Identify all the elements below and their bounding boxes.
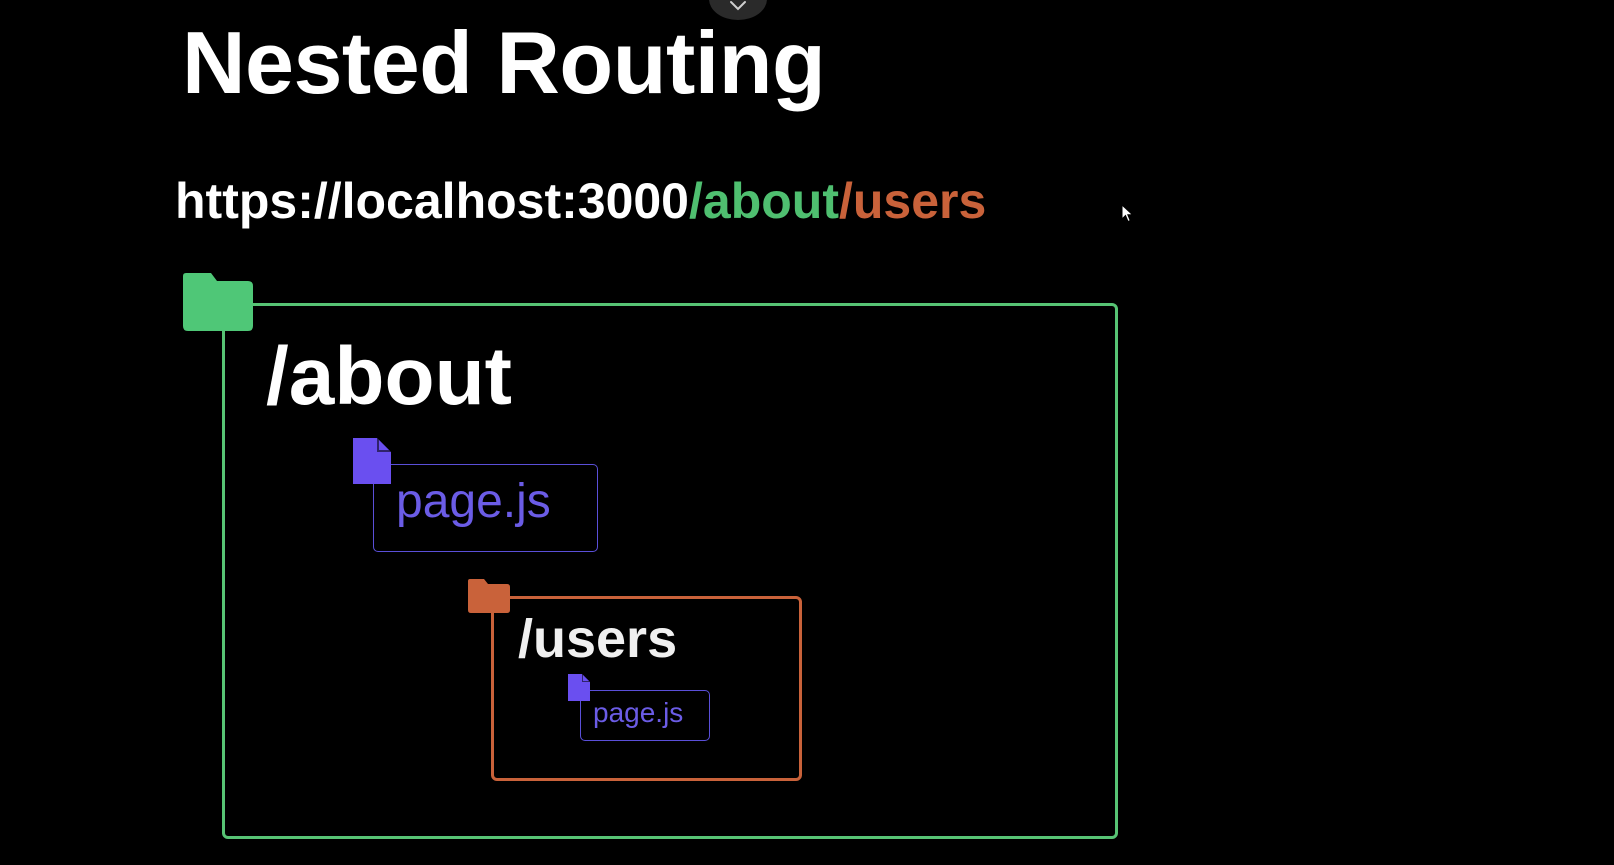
close-button[interactable] [709, 0, 767, 20]
about-folder-label: /about [266, 331, 512, 422]
about-folder-box [222, 303, 1118, 839]
url-base: https://localhost:3000 [175, 173, 689, 229]
close-icon [730, 1, 746, 11]
about-page-file-label: page.js [396, 475, 551, 528]
about-page-file-box [373, 464, 598, 552]
slide-title: Nested Routing [182, 13, 826, 112]
users-folder-box [491, 596, 802, 781]
folder-icon [183, 273, 253, 331]
folder-icon [468, 579, 510, 613]
mouse-cursor-icon [1121, 204, 1134, 223]
users-page-file-label: page.js [593, 697, 684, 728]
users-page-file-box [580, 690, 710, 741]
url-segment-users: /users [838, 173, 987, 229]
file-icon [568, 674, 590, 701]
file-icon [353, 438, 391, 484]
url-example: https://localhost:3000/about/users [175, 172, 986, 230]
users-folder-label: /users [518, 609, 678, 669]
url-segment-about: /about [689, 173, 839, 229]
